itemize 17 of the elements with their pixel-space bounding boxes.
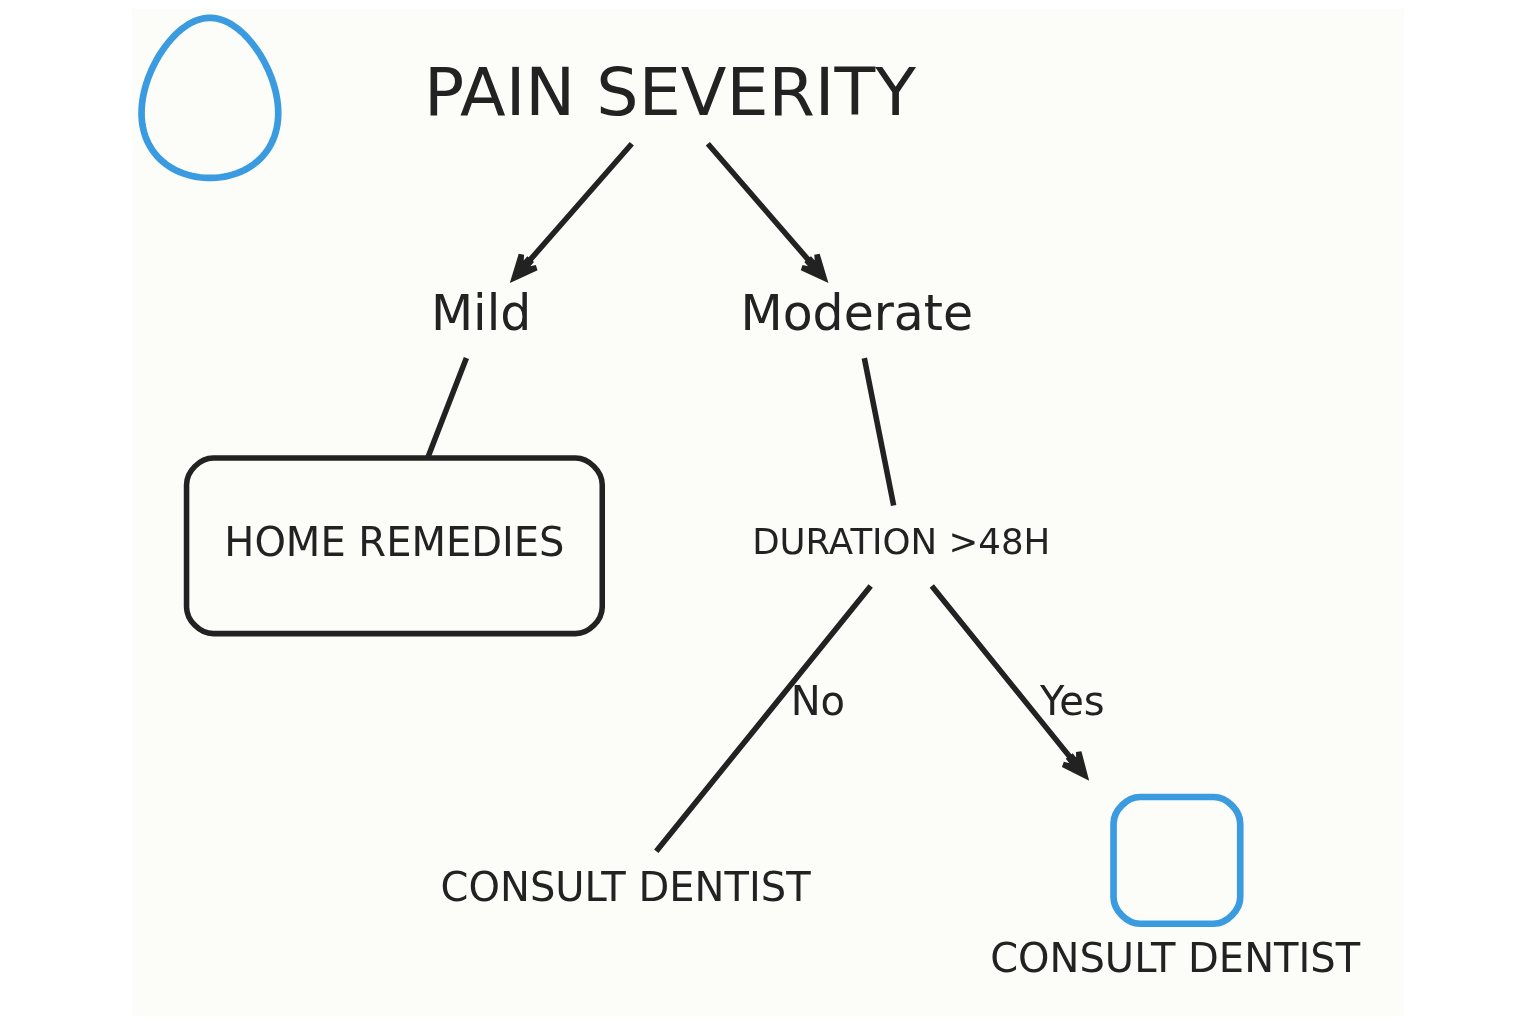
connector (425, 356, 469, 458)
connector (654, 583, 873, 853)
arrow (511, 141, 634, 281)
arrow (929, 583, 1088, 778)
node-text: CONSULT DENTIST (440, 863, 811, 910)
node-box: HOME REMEDIES (183, 454, 606, 636)
node-text: DURATION >48H (752, 520, 1051, 562)
node-text: Mild (430, 284, 532, 342)
node-label: CONSULT DENTIST (990, 934, 1361, 981)
node-person (1110, 793, 1244, 927)
node-text: PAIN SEVERITY (424, 52, 916, 131)
node-text: Moderate (740, 284, 974, 342)
arrow (705, 141, 827, 281)
edge-label: No (790, 677, 846, 724)
node-picture (138, 14, 282, 181)
edge-label: Yes (1040, 677, 1105, 724)
connector (861, 357, 897, 506)
